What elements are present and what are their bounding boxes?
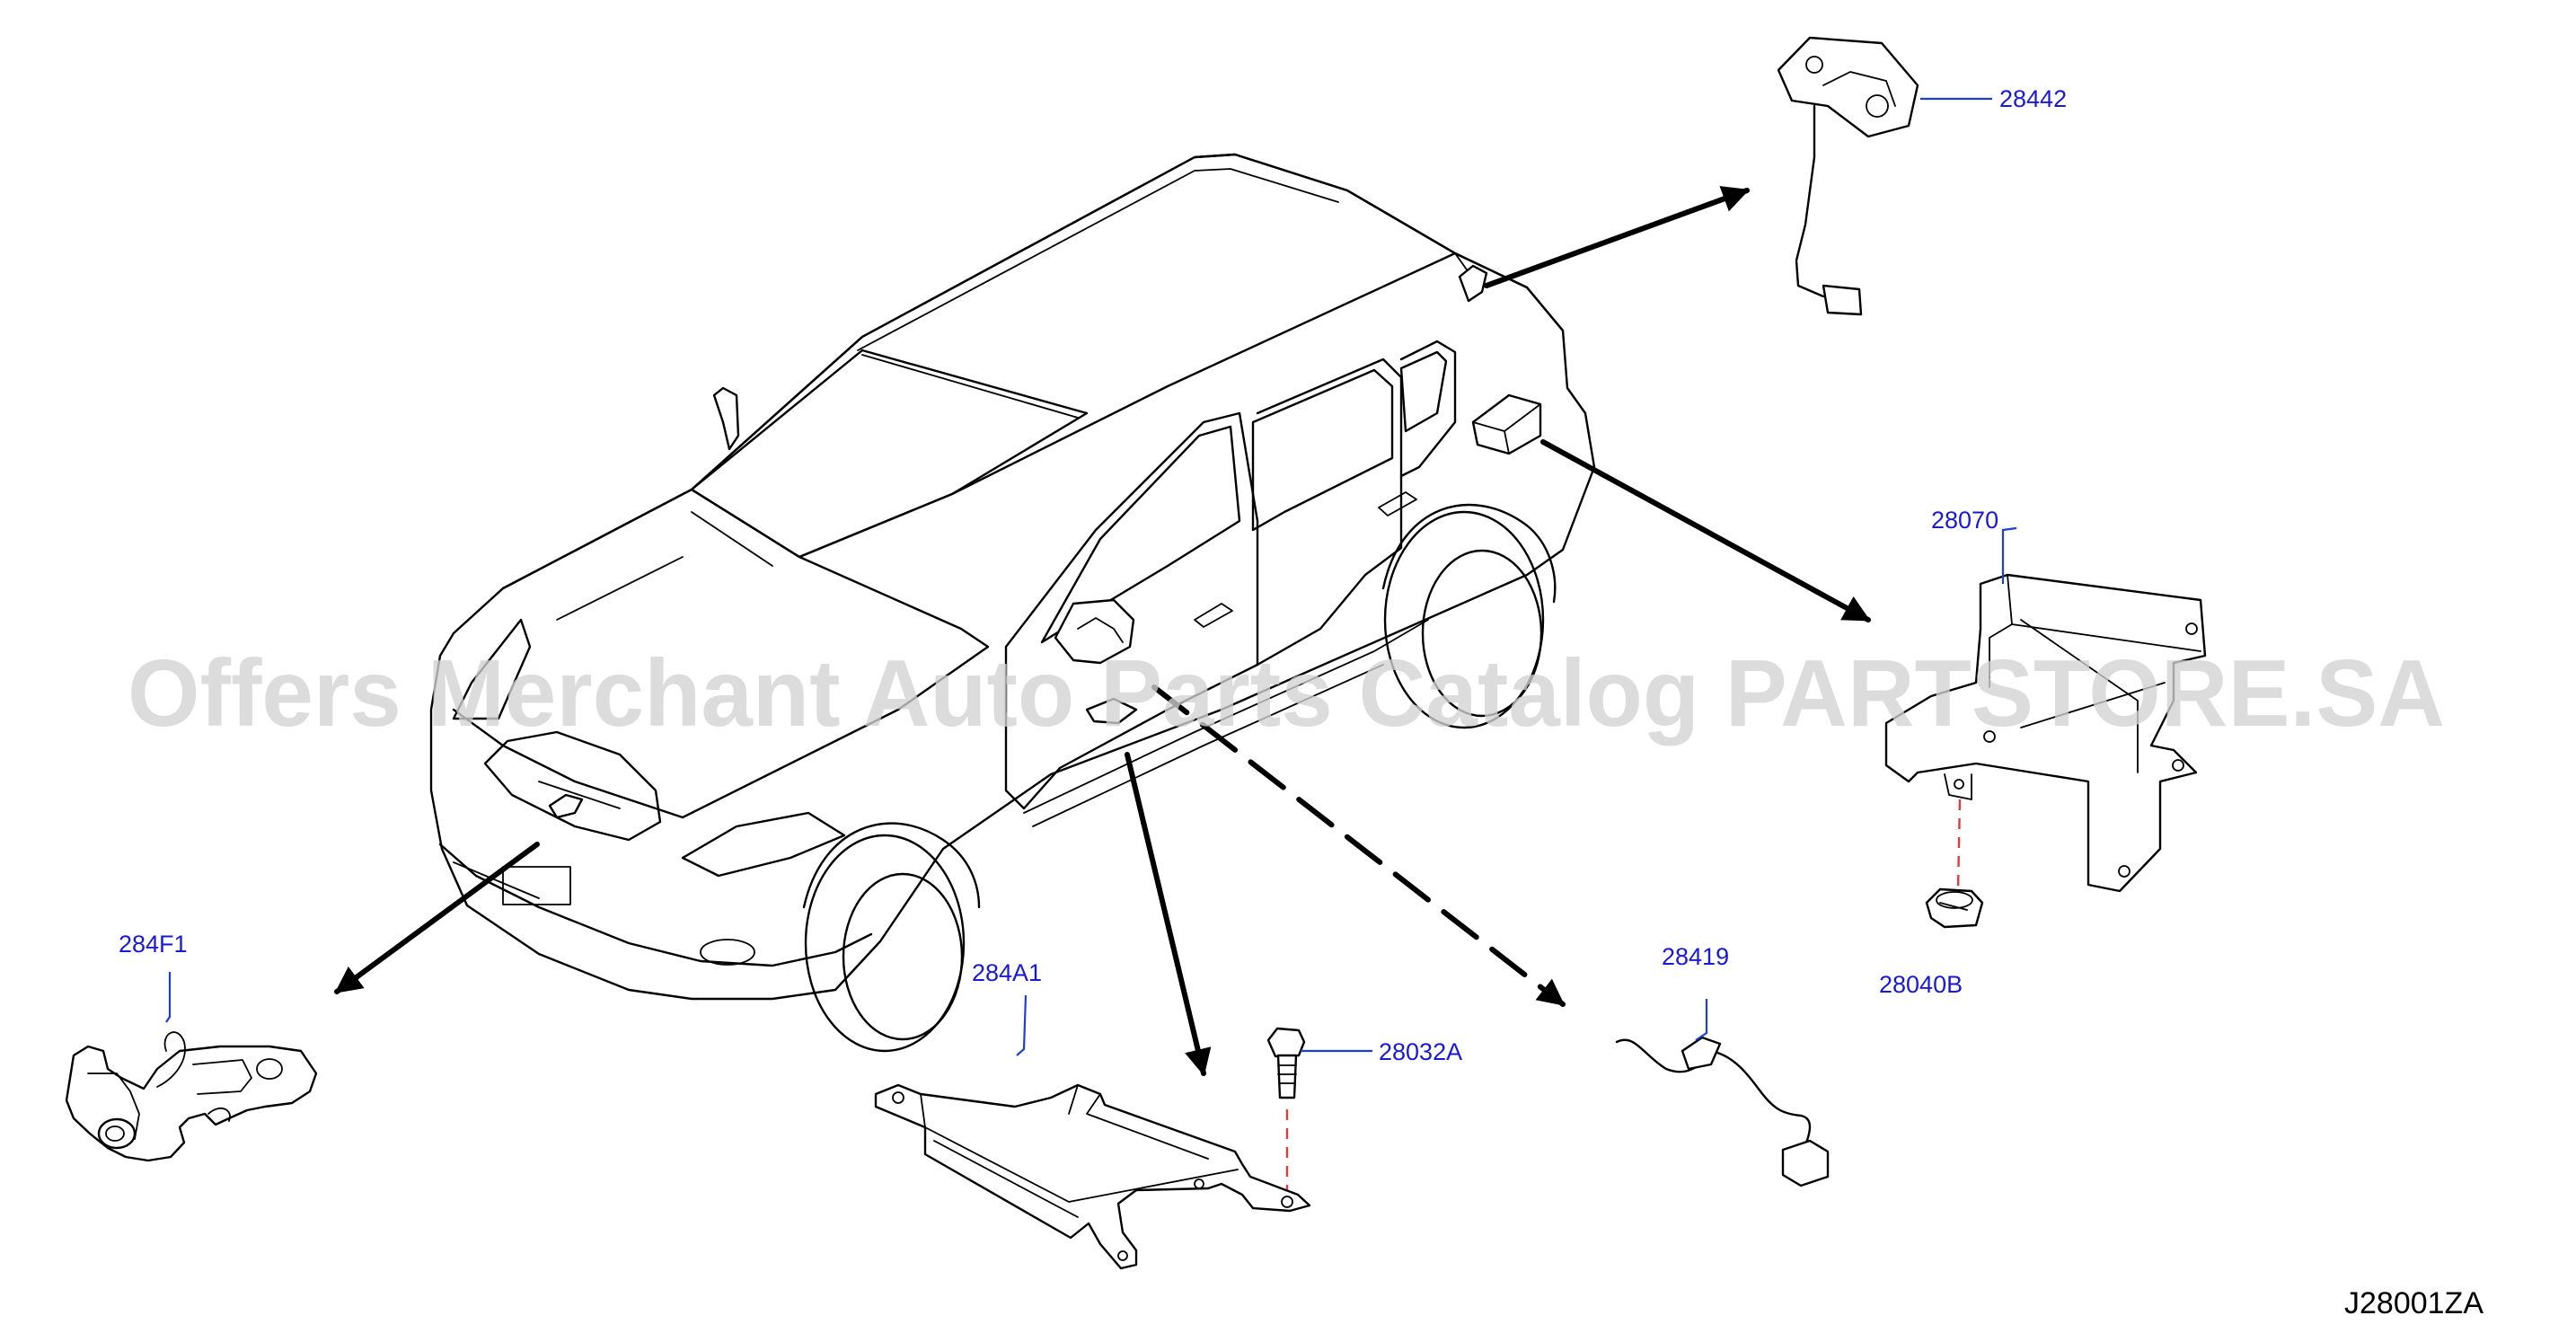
callout-284F1: 284F1 [119, 931, 188, 958]
fastener-line-28040B [1956, 799, 1962, 892]
part-28442-camera [1777, 36, 1919, 316]
leader-lines [165, 97, 2017, 1056]
callout-28419: 28419 [1662, 943, 1729, 970]
part-284A1-control-unit [874, 1083, 1311, 1270]
part-28070-bracket [1884, 573, 2207, 893]
locator-arrows [334, 186, 1871, 1076]
part-28419-harness [1615, 1036, 1830, 1187]
diagram-code: J28001ZA [2344, 1286, 2483, 1320]
callout-28442: 28442 [1999, 85, 2067, 112]
watermark-text: Offers Merchant Auto Parts Catalog PARTS… [128, 640, 2445, 746]
callout-284A1: 284A1 [972, 959, 1042, 986]
part-284F1-front-camera [65, 1031, 318, 1162]
callout-28070: 28070 [1931, 507, 1998, 534]
vehicle-outline [429, 153, 1596, 1053]
callout-28040B: 28040B [1879, 971, 1963, 998]
callout-28032A: 28032A [1379, 1038, 1462, 1065]
part-28040B-nut [1925, 887, 1984, 929]
part-28032A-bolt [1266, 1027, 1306, 1099]
